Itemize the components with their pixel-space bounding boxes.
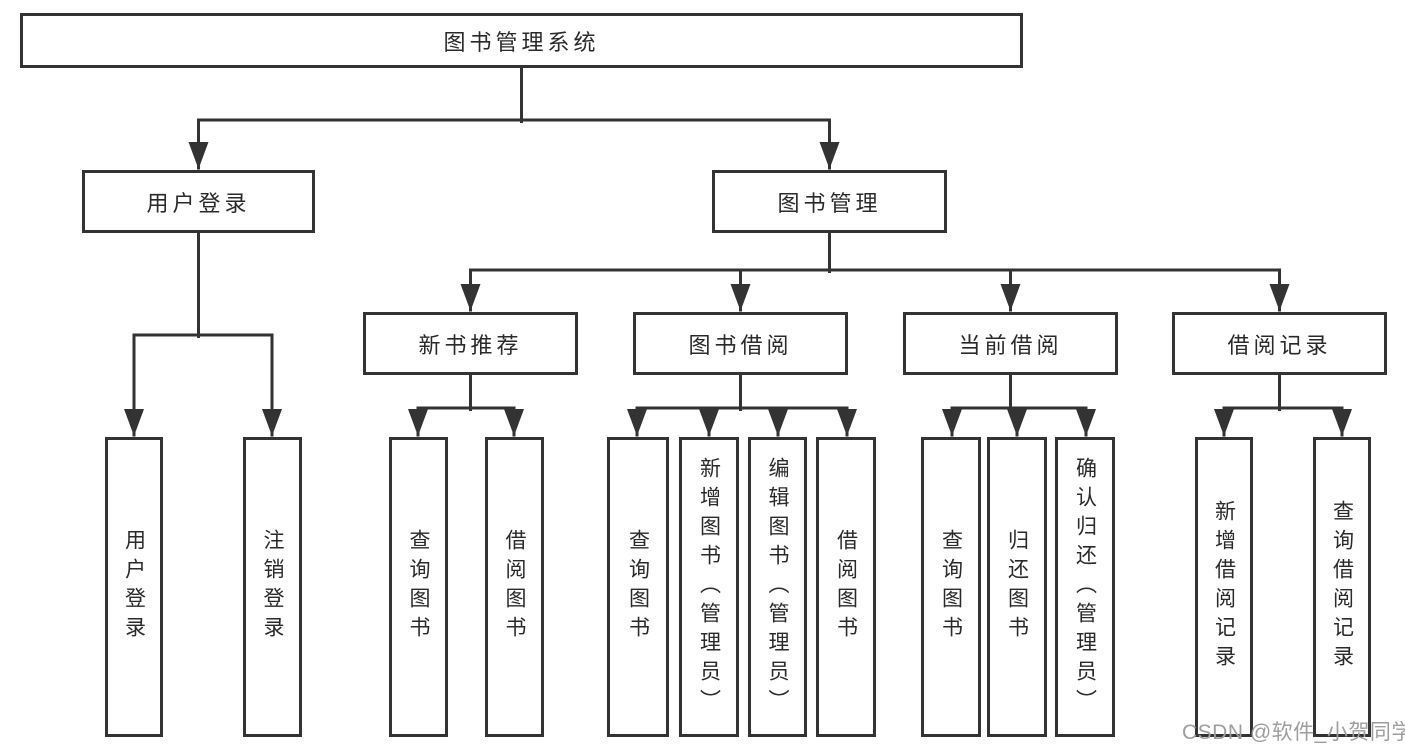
leaf-query-books-current: 查询图书 xyxy=(921,437,981,737)
csdn-watermark: CSDN @软件_小贺同学 xyxy=(1182,721,1405,744)
leaf-add-borrow-record: 新增借阅记录 xyxy=(1195,437,1253,737)
leaf-query-books-borrowing: 查询图书 xyxy=(607,437,669,737)
leaf-query-books-recommend: 查询图书 xyxy=(389,437,448,737)
node-new-book-recommend: 新书推荐 xyxy=(363,312,578,375)
node-user-login: 用户登录 xyxy=(82,170,315,233)
node-current-borrowing: 当前借阅 xyxy=(903,312,1118,375)
leaf-borrow-books: 借阅图书 xyxy=(816,437,876,737)
connector-trunks xyxy=(132,66,1344,411)
leaf-query-borrow-record: 查询借阅记录 xyxy=(1313,437,1371,737)
node-borrow-records: 借阅记录 xyxy=(1172,312,1387,375)
node-book-management: 图书管理 xyxy=(712,170,947,233)
leaf-edit-book-admin: 编辑图书（管理员） xyxy=(748,437,807,737)
leaf-user-login: 用户登录 xyxy=(105,437,163,737)
leaf-add-book-admin: 新增图书（管理员） xyxy=(679,437,739,737)
node-root: 图书管理系统 xyxy=(20,13,1023,68)
leaf-borrow-books-recommend: 借阅图书 xyxy=(485,437,544,737)
connector-arrows xyxy=(124,118,1352,437)
node-book-borrowing: 图书借阅 xyxy=(633,312,848,375)
leaf-logout: 注销登录 xyxy=(243,437,302,737)
leaf-confirm-return-admin: 确认归还（管理员） xyxy=(1055,437,1115,737)
leaf-return-books: 归还图书 xyxy=(987,437,1047,737)
